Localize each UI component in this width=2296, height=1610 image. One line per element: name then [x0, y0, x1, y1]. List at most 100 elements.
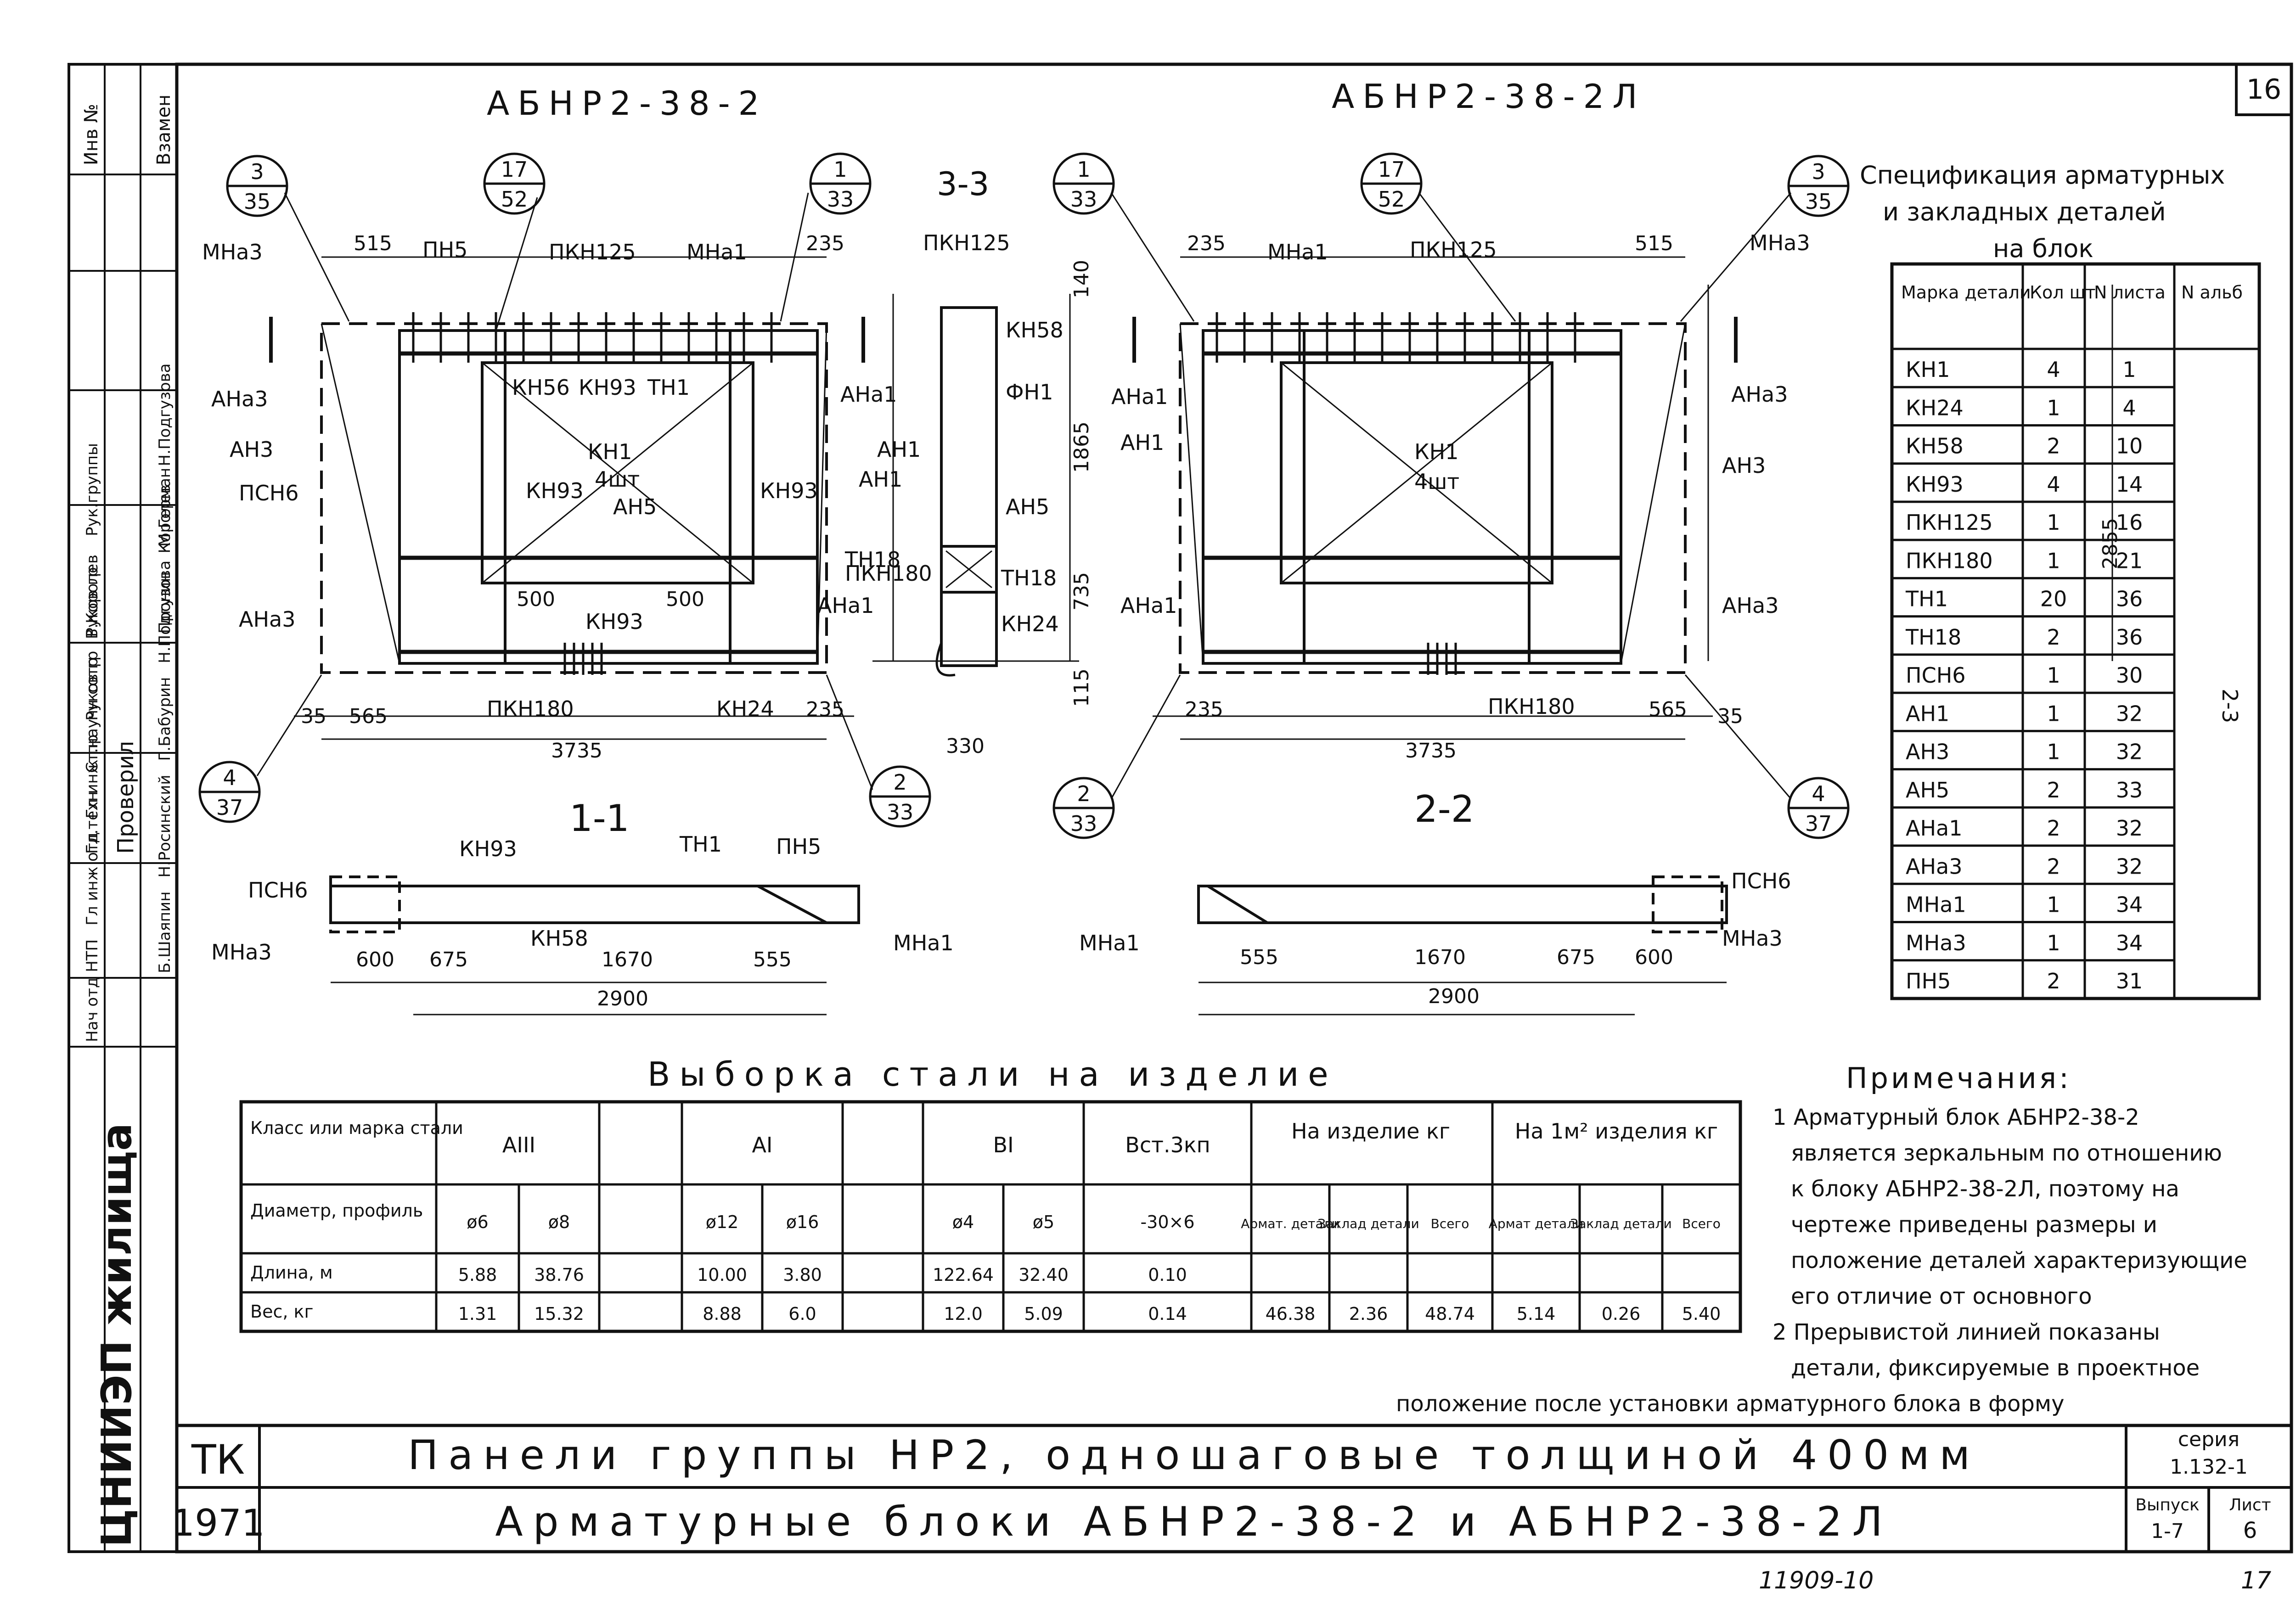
svg-text:2900: 2900 [1428, 985, 1480, 1008]
steel-cell: 3.80 [783, 1265, 822, 1285]
notes: Примечания: 1 Арматурный блок АБНР2-38-2… [1396, 1061, 2247, 1417]
spec-cell: АН5 [1906, 778, 1949, 802]
svg-text:ПКН125: ПКН125 [1410, 237, 1497, 262]
svg-text:Панели группы НР2, одношаговые: Панели группы НР2, одношаговые толщиной … [408, 1431, 1980, 1479]
spec-cell: 30 [2116, 663, 2143, 688]
spec-cell: 33 [2116, 778, 2143, 802]
svg-text:3: 3 [1812, 159, 1825, 184]
svg-text:КН1: КН1 [588, 439, 632, 464]
svg-text:Лист: Лист [2229, 1496, 2271, 1515]
svg-text:565: 565 [1649, 698, 1687, 721]
svg-text:МНа1: МНа1 [687, 240, 747, 264]
steel-cell: 1.31 [458, 1304, 497, 1324]
svg-text:МНа3: МНа3 [1750, 230, 1810, 255]
spec-cell: 34 [2116, 931, 2143, 955]
svg-text:2: 2 [893, 770, 906, 795]
svg-text:1670: 1670 [1414, 946, 1466, 969]
svg-text:52: 52 [501, 187, 528, 212]
steel-header: Класс или марка стали Диаметр, профиль Д… [250, 1118, 1718, 1322]
svg-text:500: 500 [666, 588, 704, 611]
note-line: детали, фиксируемые в проектное [1791, 1355, 2200, 1381]
svg-text:735: 735 [1070, 572, 1093, 611]
steel-cell: ø8 [548, 1212, 570, 1232]
svg-text:ПКН180: ПКН180 [487, 696, 574, 721]
spec-album: 2-3 [2217, 689, 2242, 723]
steel-cell: 2.36 [1349, 1304, 1388, 1324]
spec-cell: ТН18 [1905, 625, 1961, 650]
spec-cell: АН1 [1906, 701, 1949, 726]
svg-text:МНа3: МНа3 [211, 940, 272, 965]
spec-cell: КН24 [1906, 395, 1964, 420]
stamp-check-names: ПронинКоролевН.Подгузова [156, 363, 174, 634]
steel-cell: 32.40 [1019, 1265, 1069, 1285]
sheet-number: 16 [2246, 73, 2281, 106]
spec-cell: 1 [2047, 548, 2060, 573]
svg-text:33: 33 [827, 187, 854, 212]
svg-text:555: 555 [1240, 946, 1278, 969]
svg-text:Диаметр, профиль: Диаметр, профиль [250, 1200, 423, 1221]
svg-text:3735: 3735 [1405, 739, 1457, 763]
svg-text:N альб: N альб [2181, 282, 2243, 303]
svg-text:2900: 2900 [597, 987, 648, 1010]
steel-table-grid [239, 1100, 1742, 1333]
spec-cell: 4 [2122, 395, 2136, 420]
spec-cell: МНа3 [1906, 931, 1966, 955]
steel-cell: ø12 [706, 1212, 739, 1232]
svg-text:ПН5: ПН5 [776, 834, 821, 859]
stamp-check-roles: Гл.технСт.научн сотрВ.КоролевРук.группы [83, 443, 101, 854]
spec-cell: АНа3 [1906, 854, 1963, 879]
steel-cell: 5.88 [458, 1265, 497, 1285]
svg-text:КН58: КН58 [1006, 318, 1064, 342]
svg-text:ПКН125: ПКН125 [923, 230, 1010, 255]
spec-cell: АНа1 [1906, 816, 1963, 841]
svg-text:АН5: АН5 [613, 494, 657, 519]
svg-text:АНа3: АНа3 [1731, 382, 1788, 407]
svg-text:АН3: АН3 [230, 437, 273, 462]
dimension-labels: 515 235 500 500 35 565 235 3735 235 515 … [301, 232, 2122, 763]
spec-cell: 14 [2116, 472, 2143, 497]
svg-text:ПН5: ПН5 [422, 237, 467, 262]
steel-cell: 10.00 [697, 1265, 747, 1285]
svg-text:235: 235 [1187, 232, 1226, 255]
svg-text:АНа3: АНа3 [239, 607, 296, 632]
side-stamp-frame [68, 63, 178, 1553]
steel-cell: Всего [1431, 1216, 1469, 1231]
spec-cell: КН1 [1906, 357, 1950, 382]
svg-text:МНа3: МНа3 [1722, 926, 1783, 951]
section-1-1-title: 1-1 [569, 797, 630, 840]
svg-text:ПСН6: ПСН6 [248, 878, 308, 903]
svg-text:1: 1 [833, 157, 847, 182]
left-plan-labels: МНа3 ПН5 ПКН125 МНа1 ПКН125 АНа3 АН3 ПСН… [202, 230, 1064, 721]
spec-cell: 32 [2116, 701, 2143, 726]
svg-text:565: 565 [349, 705, 388, 728]
svg-text:АНа1: АНа1 [1111, 384, 1168, 409]
svg-text:1.132-1: 1.132-1 [2170, 1455, 2248, 1479]
note-line: его отличие от основного [1791, 1284, 2092, 1309]
svg-text:35: 35 [301, 705, 326, 728]
svg-text:Арматурные блоки АБНР2-38-2 и: Арматурные блоки АБНР2-38-2 и АБНР2-38-2… [495, 1498, 1892, 1545]
section-labels: КН93 ТН1 ПН5 ПСН6 МНа3 КН58 МНа1 600 675… [211, 832, 1791, 1010]
svg-text:АН5: АН5 [1006, 494, 1049, 519]
stamp-vzamen: Взамен [153, 95, 174, 165]
spec-cell: 4 [2047, 472, 2060, 497]
svg-text:4шт: 4шт [1414, 469, 1459, 494]
svg-text:АН1: АН1 [877, 437, 921, 462]
spec-cell: 2 [2047, 816, 2060, 841]
svg-text:Длина, м: Длина, м [250, 1262, 333, 1283]
steel-cell: 8.88 [703, 1304, 742, 1324]
svg-text:1670: 1670 [602, 948, 653, 971]
svg-text:АН1: АН1 [859, 467, 902, 492]
svg-text:КН93: КН93 [526, 478, 584, 503]
svg-text:1-7: 1-7 [2151, 1520, 2184, 1543]
svg-text:ПКН125: ПКН125 [549, 240, 636, 264]
steel-cell: 6.0 [788, 1304, 816, 1324]
section-2-2 [1197, 875, 1728, 1015]
spec-cell: 36 [2116, 587, 2143, 611]
steel-cell: 48.74 [1425, 1304, 1475, 1324]
side-stamp-text: Нач отд НТПГл инж отдГл инж прРуков грРу… [81, 95, 174, 1547]
steel-cell: 0.26 [1602, 1304, 1641, 1324]
spec-title: Спецификация арматурных и закладных дета… [1860, 161, 2225, 263]
svg-text:600: 600 [356, 948, 394, 971]
